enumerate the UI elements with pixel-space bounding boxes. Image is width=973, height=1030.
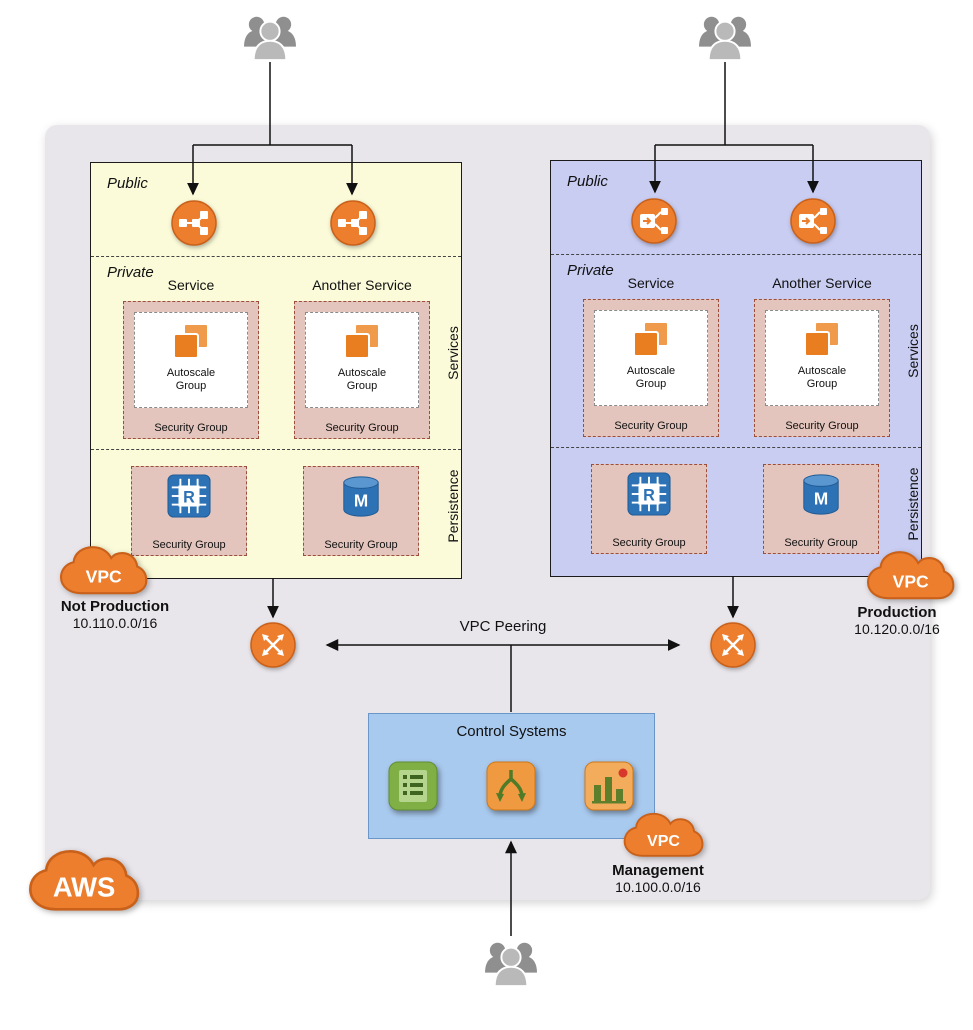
vpc-cloud-icon: VPC <box>863 548 955 607</box>
elasticache-redis-icon: R <box>167 474 211 518</box>
db-letter: M <box>354 491 368 511</box>
security-group-service-box: Autoscale Group Security Group <box>294 301 430 439</box>
vpc-name: Production <box>857 604 937 621</box>
vpc-name: Not Production <box>60 598 170 615</box>
vpc-cidr: 10.100.0.0/16 <box>615 879 701 895</box>
ec2-instances-icon <box>170 322 212 365</box>
vpc-badge-label: VPC <box>647 832 680 850</box>
security-group-label: Security Group <box>614 420 688 432</box>
vpc-caption-management: Management 10.100.0.0/16 <box>578 862 738 895</box>
security-group-persistence-box: M Security Group <box>303 466 419 556</box>
public-zone-label: Public <box>107 175 148 192</box>
persistence-section-label: Persistence <box>905 467 921 541</box>
rds-database-icon: M <box>799 472 843 516</box>
ec2-instances-icon <box>630 320 672 363</box>
classic-load-balancer-icon <box>330 200 376 246</box>
bar-chart-monitoring-icon <box>584 761 634 811</box>
security-group-label: Security Group <box>784 537 858 549</box>
users-group-icon <box>241 12 299 62</box>
security-group-persistence-box: M Security Group <box>763 464 879 554</box>
ec2-instances-icon <box>801 320 843 363</box>
vpc-cloud-icon: VPC <box>620 810 704 863</box>
security-group-label: Security Group <box>324 539 398 551</box>
services-persistence-divider <box>91 449 461 450</box>
autoscale-group-label: Autoscale Group <box>797 365 847 390</box>
security-group-label: Security Group <box>152 539 226 551</box>
vpc-router-icon <box>710 622 756 668</box>
persistence-section-label: Persistence <box>445 469 461 543</box>
classic-load-balancer-icon <box>171 200 217 246</box>
ec2-instances-icon <box>341 322 383 365</box>
aws-cloud-icon: AWS <box>24 846 140 920</box>
vpc-router-icon <box>250 622 296 668</box>
vpc-badge-label: VPC <box>893 571 929 591</box>
security-group-service-box: Autoscale Group Security Group <box>123 301 259 439</box>
security-group-service-box: Autoscale Group Security Group <box>754 299 890 437</box>
application-load-balancer-icon <box>790 198 836 244</box>
autoscale-group-label: Autoscale Group <box>337 367 387 392</box>
security-group-label: Security Group <box>785 420 859 432</box>
security-group-persistence-box: R Security Group <box>131 466 247 556</box>
service-title: Another Service <box>312 277 412 293</box>
vpc-peering-label: VPC Peering <box>459 618 547 635</box>
vpc-cidr: 10.110.0.0/16 <box>72 615 158 631</box>
users-group-icon <box>482 938 540 988</box>
redis-letter: R <box>183 489 195 507</box>
services-section-label: Services <box>445 326 461 380</box>
aws-label: AWS <box>53 872 115 903</box>
services-section-label: Services <box>905 324 921 378</box>
vpc-caption-not-production: Not Production 10.110.0.0/16 <box>35 598 195 631</box>
autoscale-group-box: Autoscale Group <box>765 310 879 406</box>
service-title: Service <box>627 275 675 291</box>
checklist-icon <box>388 761 438 811</box>
services-persistence-divider <box>551 447 921 448</box>
vpc-name: Management <box>612 862 704 879</box>
security-group-label: Security Group <box>154 422 228 434</box>
vpc-cidr: 10.120.0.0/16 <box>854 621 940 637</box>
users-group-icon <box>696 12 754 62</box>
vpc-cloud-icon: VPC <box>56 543 148 602</box>
security-group-persistence-box: R Security Group <box>591 464 707 554</box>
autoscale-group-box: Autoscale Group <box>134 312 248 408</box>
elasticache-redis-icon: R <box>627 472 671 516</box>
service-title: Service <box>167 277 215 293</box>
private-zone-label: Private <box>107 264 154 281</box>
security-group-service-box: Autoscale Group Security Group <box>583 299 719 437</box>
security-group-label: Security Group <box>325 422 399 434</box>
vpc-caption-production: Production 10.120.0.0/16 <box>823 604 971 637</box>
public-zone-label: Public <box>567 173 608 190</box>
public-private-divider <box>91 256 461 257</box>
db-letter: M <box>814 489 828 509</box>
autoscale-group-box: Autoscale Group <box>305 312 419 408</box>
autoscale-group-label: Autoscale Group <box>626 365 676 390</box>
security-group-label: Security Group <box>612 537 686 549</box>
control-systems-title: Control Systems <box>456 723 567 740</box>
vpc-production: Public Private Service Another Service <box>550 160 922 577</box>
redis-letter: R <box>643 487 655 505</box>
autoscale-group-box: Autoscale Group <box>594 310 708 406</box>
vpc-badge-label: VPC <box>86 566 122 586</box>
vpc-not-production: Public Private Service Another Service <box>90 162 462 579</box>
private-zone-label: Private <box>567 262 614 279</box>
branching-arrows-icon <box>486 761 536 811</box>
public-private-divider <box>551 254 921 255</box>
application-load-balancer-icon <box>631 198 677 244</box>
rds-database-icon: M <box>339 474 383 518</box>
autoscale-group-label: Autoscale Group <box>166 367 216 392</box>
service-title: Another Service <box>772 275 872 291</box>
control-systems-box: Control Systems <box>368 713 655 839</box>
